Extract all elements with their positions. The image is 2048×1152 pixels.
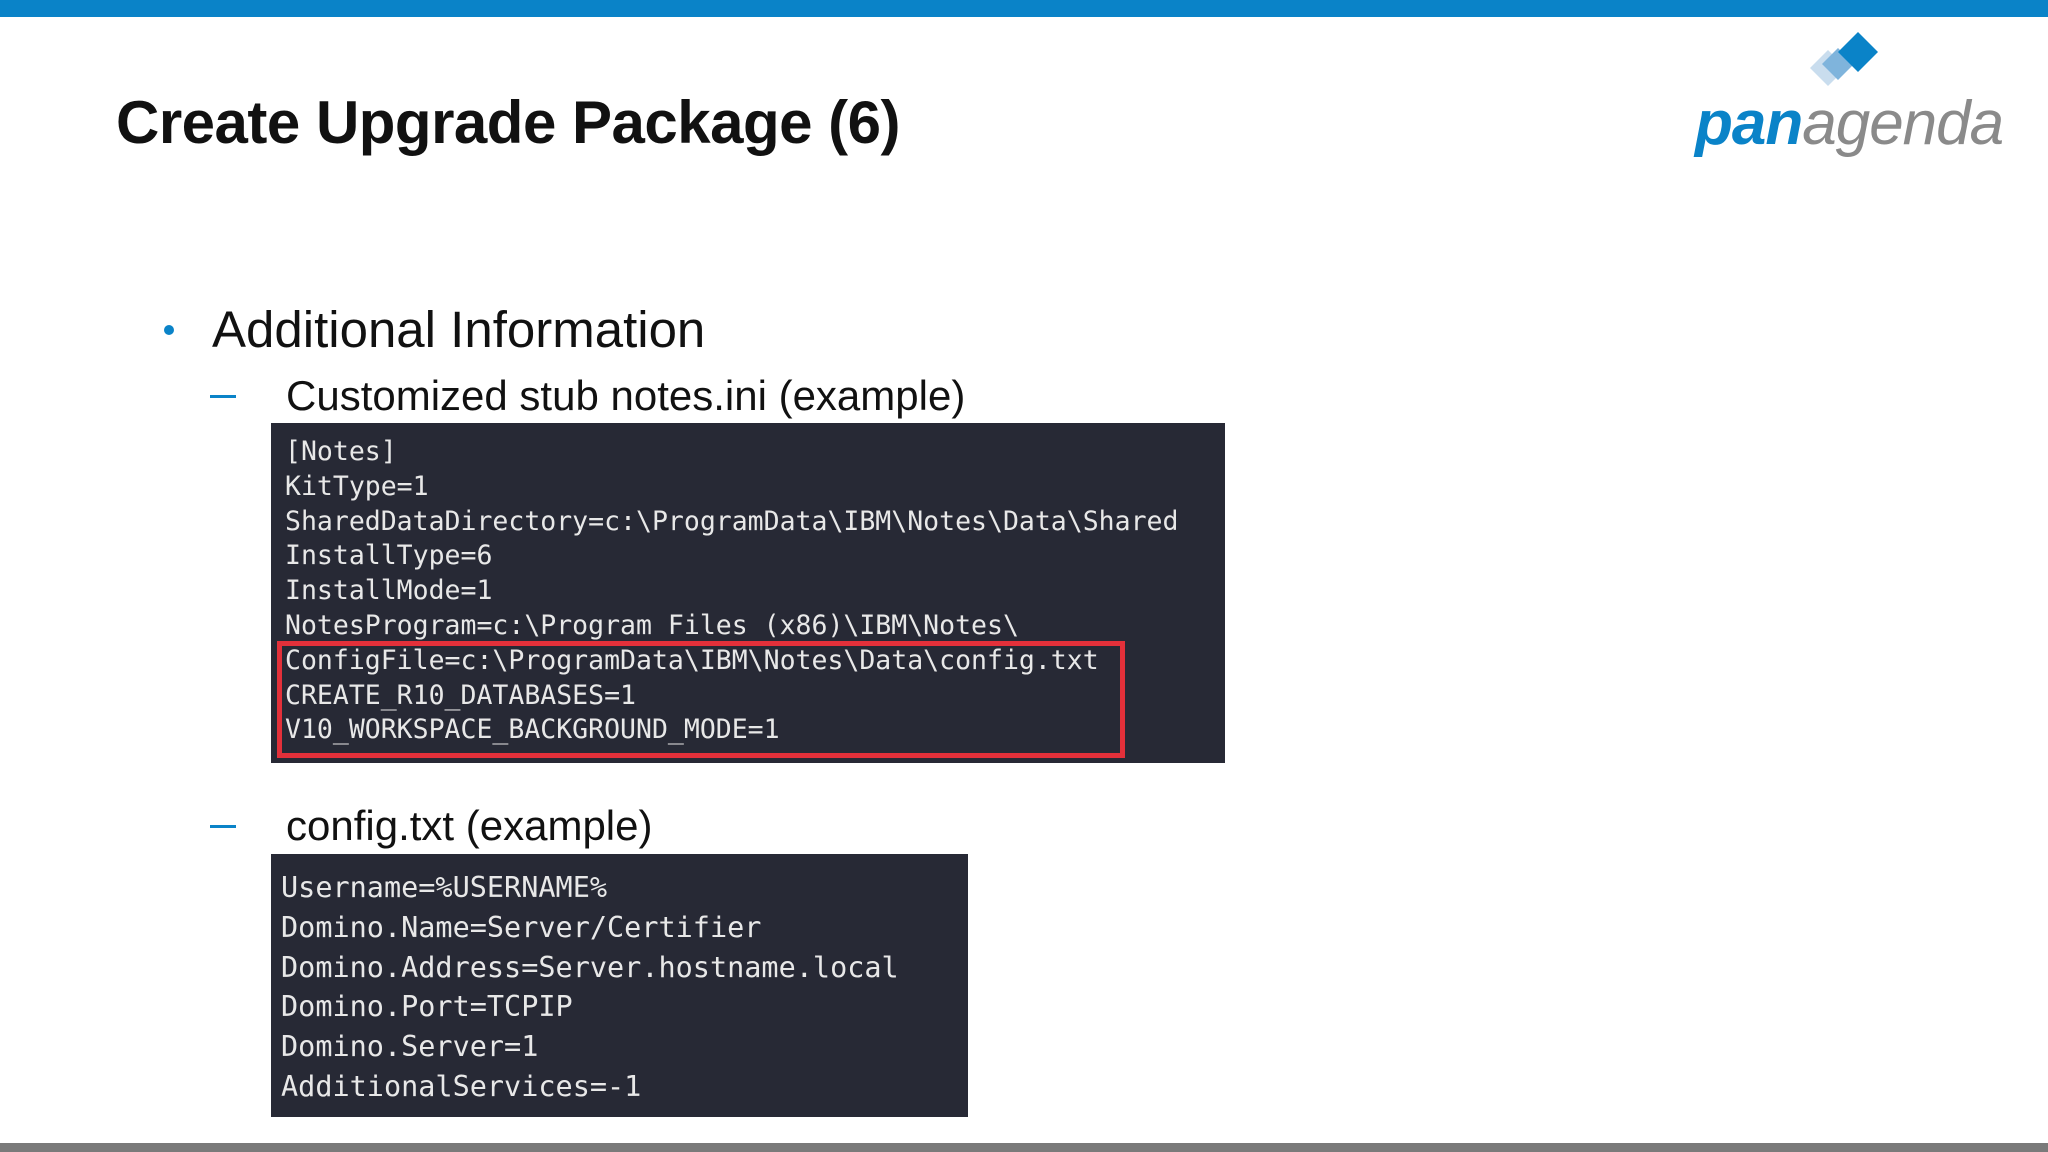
- panagenda-logo: panagenda: [1690, 30, 2020, 158]
- code-line: Domino.Port=TCPIP: [281, 990, 573, 1024]
- sub-bullet-label: Customized stub notes.ini (example): [286, 372, 966, 419]
- notes-ini-code-block: [Notes] KitType=1 SharedDataDirectory=c:…: [271, 423, 1225, 763]
- bullet-dot-icon: [164, 324, 174, 335]
- sub-bullet-config-txt: config.txt (example): [210, 802, 652, 850]
- code-line: Domino.Server=1: [281, 1030, 539, 1064]
- bullet-item: Additional Information: [160, 300, 705, 359]
- code-line: Domino.Address=Server.hostname.local: [281, 950, 899, 984]
- highlight-box: [277, 641, 1125, 758]
- code-line: SharedDataDirectory=c:\ProgramData\IBM\N…: [285, 505, 1179, 537]
- code-line: KitType=1: [285, 470, 429, 502]
- code-line: AdditionalServices=-1: [281, 1069, 642, 1103]
- code-line: Username=%USERNAME%: [281, 871, 608, 904]
- logo-agenda-text: agenda: [1802, 89, 2004, 158]
- config-txt-code-block: Username=%USERNAME% Domino.Name=Server/C…: [271, 854, 968, 1117]
- logo-pan-text: pan: [1695, 89, 1803, 158]
- bottom-bar: [0, 1143, 2048, 1152]
- code-line: CREATE_R10_DATABASES=1: [285, 679, 636, 711]
- logo-wordmark: panagenda: [1695, 88, 2004, 159]
- code-line: NotesProgram=c:\Program Files (x86)\IBM\…: [285, 609, 1019, 641]
- dash-icon: [210, 394, 236, 398]
- slide-title: Create Upgrade Package (6): [116, 89, 901, 156]
- code-line: ConfigFile=c:\ProgramData\IBM\Notes\Data…: [285, 644, 1099, 676]
- top-accent-bar: [0, 0, 2048, 17]
- code-line: V10_WORKSPACE_BACKGROUND_MODE=1: [285, 714, 780, 746]
- code-line: [Notes]: [285, 436, 397, 467]
- logo-diamonds-icon: [1810, 32, 1878, 86]
- sub-bullet-notes-ini: Customized stub notes.ini (example): [210, 372, 965, 420]
- code-line: Domino.Name=Server/Certifier: [281, 910, 762, 944]
- sub-bullet-label: config.txt (example): [286, 802, 653, 849]
- code-line: InstallMode=1: [285, 575, 493, 607]
- code-line: InstallType=6: [285, 540, 493, 572]
- dash-icon: [210, 824, 236, 828]
- bullet-text: Additional Information: [212, 301, 706, 358]
